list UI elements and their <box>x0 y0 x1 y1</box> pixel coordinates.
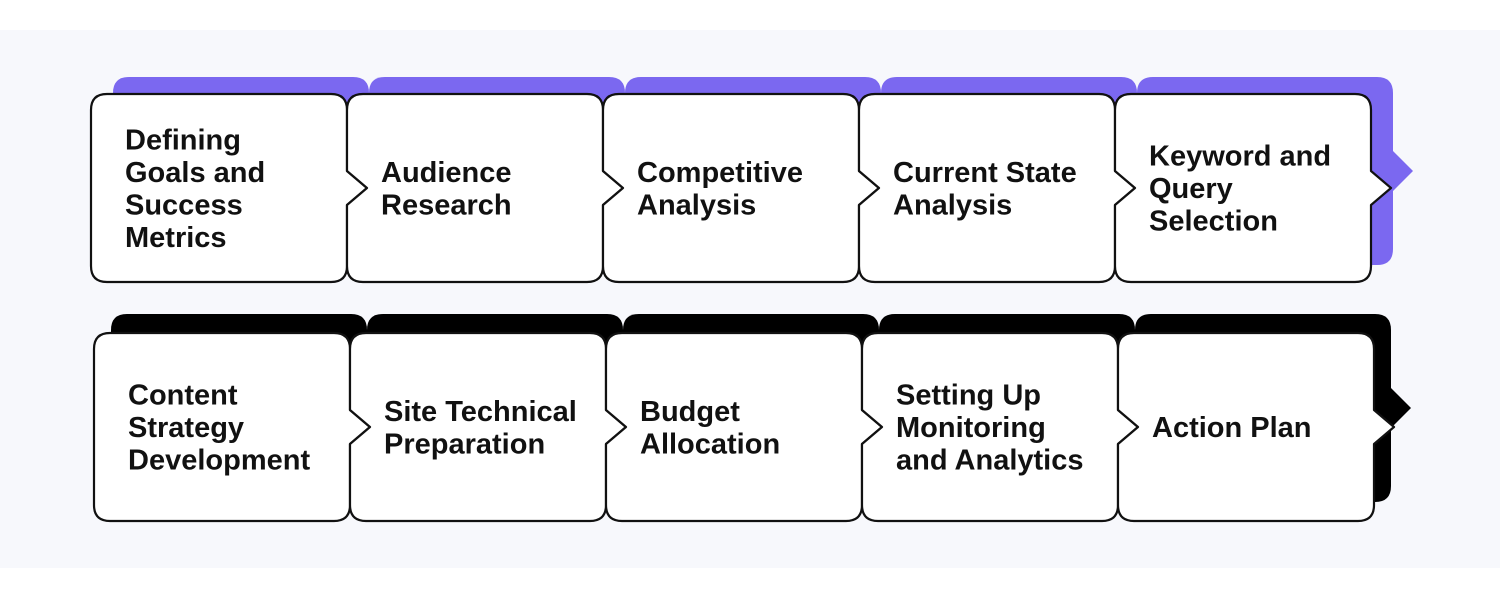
step-label-line: Audience <box>381 157 512 189</box>
step-label-line: Monitoring <box>896 412 1046 444</box>
step-label-line: and Analytics <box>896 445 1083 477</box>
step-card-shape <box>89 92 369 284</box>
step-label-line: Keyword and <box>1149 141 1331 173</box>
step-label-line: Allocation <box>640 428 780 460</box>
step-label-line: Analysis <box>893 189 1012 221</box>
step-card-shape <box>348 331 628 523</box>
step-card-shape <box>1116 331 1396 523</box>
step-card-shape <box>345 92 625 284</box>
step-label-line: Goals and <box>125 157 265 189</box>
step-label-line: Strategy <box>128 412 244 444</box>
step-label-line: Query <box>1149 173 1233 205</box>
step-label: Action Plan <box>1152 412 1312 444</box>
step-label-line: Selection <box>1149 206 1278 238</box>
step-label-line: Setting Up <box>896 380 1041 412</box>
step-label-line: Development <box>128 445 310 477</box>
step-label-line: Content <box>128 380 238 412</box>
step-label-line: Analysis <box>637 189 756 221</box>
step-card-shape <box>857 92 1137 284</box>
step-card-shape <box>92 331 372 523</box>
step-card-shape <box>860 331 1140 523</box>
process-step-card: Action Plan <box>1116 331 1396 523</box>
step-label-line: Research <box>381 189 512 221</box>
step-label-line: Action Plan <box>1152 412 1312 444</box>
step-card-shape <box>601 92 881 284</box>
step-label-line: Metrics <box>125 222 227 254</box>
step-label-line: Success <box>125 189 243 221</box>
step-label-line: Budget <box>640 396 740 428</box>
step-card-shape <box>1113 92 1393 284</box>
step-label-line: Site Technical <box>384 396 577 428</box>
step-label-line: Current State <box>893 157 1077 189</box>
step-label-line: Preparation <box>384 428 545 460</box>
step-card-shape <box>604 331 884 523</box>
step-label-line: Defining <box>125 124 241 156</box>
step-label-line: Competitive <box>637 157 803 189</box>
